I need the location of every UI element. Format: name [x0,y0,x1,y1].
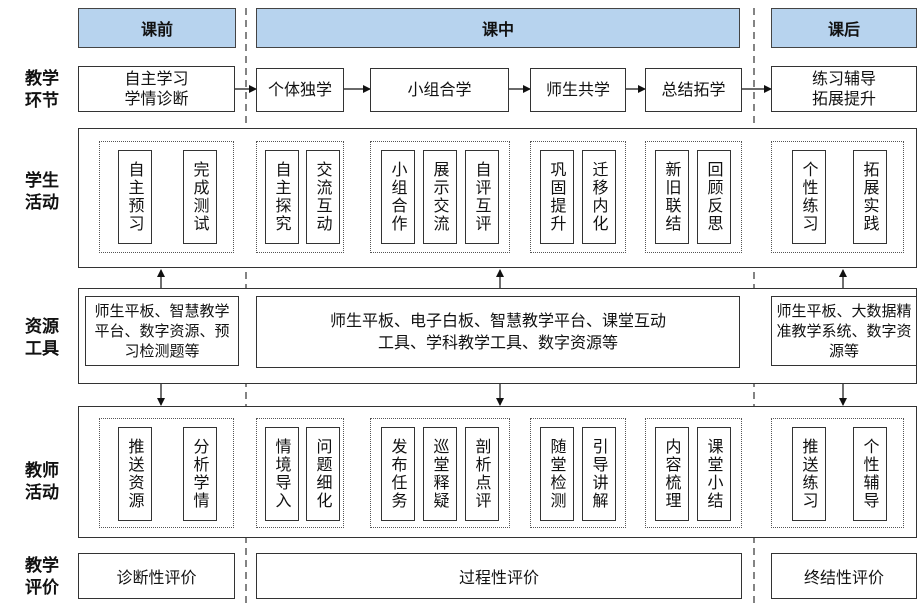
teacher-activity-box: 随堂检测 [540,427,574,521]
teacher-activity-box: 引导讲解 [582,427,616,521]
row-label-resources: 资源 工具 [25,317,59,359]
header-post-class: 课后 [771,8,917,48]
teacher-activity-box: 课堂小结 [697,427,731,521]
row-label-teacher: 教师 活动 [25,461,59,503]
step-group: 小组合学 [370,68,509,112]
teacher-activity-box: 问题细化 [306,427,340,521]
step-pre: 自主学习 学情诊断 [78,66,235,112]
teacher-activity-box: 推送练习 [792,427,826,521]
step-shared: 师生共学 [530,68,626,112]
student-activity-box: 迁移内化 [582,150,616,244]
student-activity-box: 巩固提升 [540,150,574,244]
teacher-activity-box: 个性辅导 [853,427,887,521]
header-pre-class: 课前 [78,8,236,48]
step-individual: 个体独学 [256,68,344,112]
teacher-activity-box: 剖析点评 [465,427,499,521]
evaluation-summative: 终结性评价 [771,553,917,599]
student-activity-box: 自主预习 [118,150,152,244]
header-in-class: 课中 [256,8,740,48]
resource-pre: 师生平板、智慧教学平台、数字资源、预习检测题等 [85,296,239,366]
teacher-activity-box: 情境导入 [265,427,299,521]
resource-post: 师生平板、大数据精准教学系统、数字资源等 [771,296,917,366]
student-activity-box: 完成测试 [183,150,217,244]
student-activity-box: 回顾反思 [697,150,731,244]
evaluation-process: 过程性评价 [256,553,742,599]
teacher-activity-box: 分析学情 [183,427,217,521]
student-activity-box: 自评互评 [465,150,499,244]
row-label-student: 学生 活动 [25,171,59,213]
teacher-activity-box: 发布任务 [381,427,415,521]
teacher-activity-box: 巡堂释疑 [423,427,457,521]
student-activity-box: 交流互动 [306,150,340,244]
step-post: 练习辅导 拓展提升 [771,66,917,112]
student-activity-box: 小组合作 [381,150,415,244]
student-activity-box: 自主探究 [265,150,299,244]
student-activity-box: 新旧联结 [655,150,689,244]
row-label-steps: 教学 环节 [25,69,59,111]
evaluation-diagnostic: 诊断性评价 [78,553,235,599]
teacher-activity-box: 推送资源 [118,427,152,521]
row-label-evaluation: 教学 评价 [25,556,59,598]
resource-mid: 师生平板、电子白板、智慧教学平台、课堂互动工具、学科教学工具、数字资源等 [256,296,740,368]
student-activity-box: 拓展实践 [853,150,887,244]
teacher-activity-box: 内容梳理 [655,427,689,521]
student-activity-box: 个性练习 [792,150,826,244]
student-activity-box: 展示交流 [423,150,457,244]
step-summary: 总结拓学 [645,68,742,112]
